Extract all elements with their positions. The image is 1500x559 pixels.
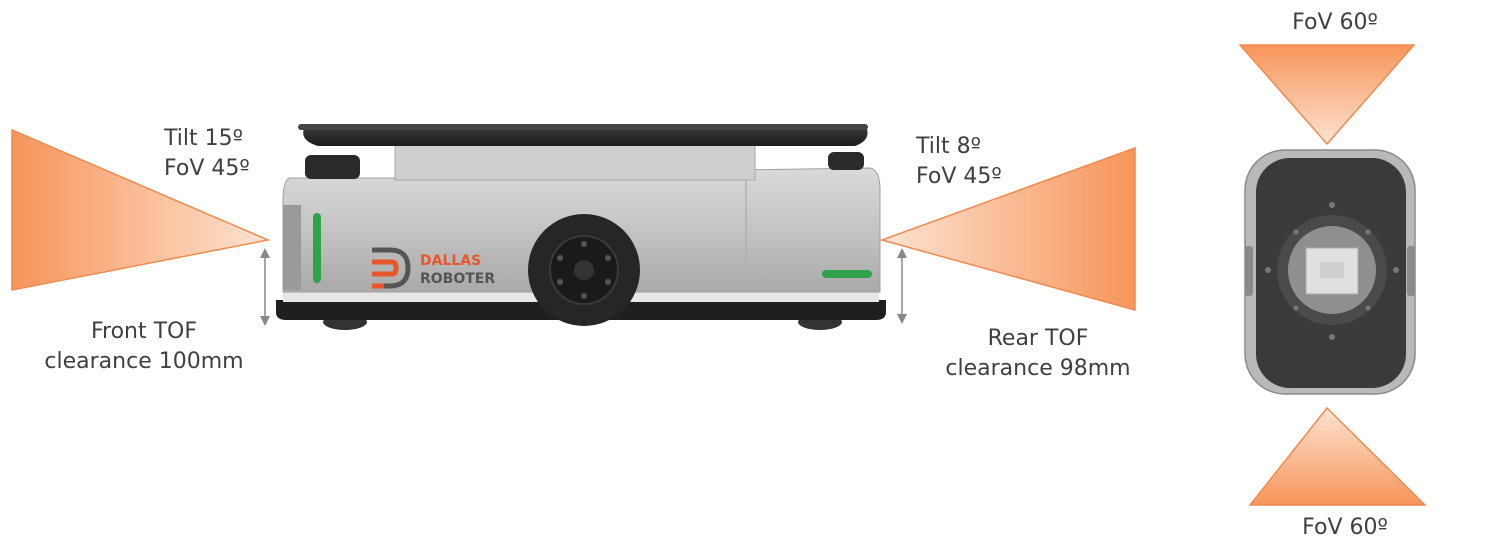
robot-side-view: DALLAS ROBOTER (276, 124, 886, 330)
rear-tilt-label: Tilt 8º (916, 134, 981, 159)
brand-line1: DALLAS (420, 253, 481, 269)
front-tilt-label: Tilt 15º (164, 126, 243, 151)
rear-tof-name: Rear TOF (987, 326, 1089, 351)
rear-clearance-arrow (897, 248, 907, 324)
rear-sensor-spec: Tilt 8º FoV 45º (916, 132, 1002, 192)
front-clearance-arrow (260, 248, 270, 326)
top-fov-label-front: FoV 60º (1292, 10, 1378, 35)
front-clearance-value: clearance 100mm (44, 349, 244, 374)
front-tof-name: Front TOF (90, 319, 198, 344)
brand-line2: ROBOTER (420, 271, 495, 287)
rear-fov-cone (879, 146, 1136, 311)
top-fov-label-rear: FoV 60º (1302, 515, 1388, 540)
top-fov-cone-front (1238, 44, 1416, 146)
robot-top-view (1244, 149, 1416, 395)
front-fov-cone (11, 128, 271, 291)
top-fov-cone-rear (1248, 406, 1427, 506)
rear-fov-label: FoV 45º (916, 164, 1002, 189)
front-fov-label: FoV 45º (164, 156, 250, 181)
front-clearance-text: Front TOF clearance 100mm (44, 317, 244, 377)
rear-clearance-text: Rear TOF clearance 98mm (938, 324, 1138, 384)
front-sensor-spec: Tilt 15º FoV 45º (164, 124, 250, 184)
rear-clearance-value: clearance 98mm (945, 356, 1131, 381)
dallas-roboter-logo: DALLAS ROBOTER (372, 247, 495, 289)
